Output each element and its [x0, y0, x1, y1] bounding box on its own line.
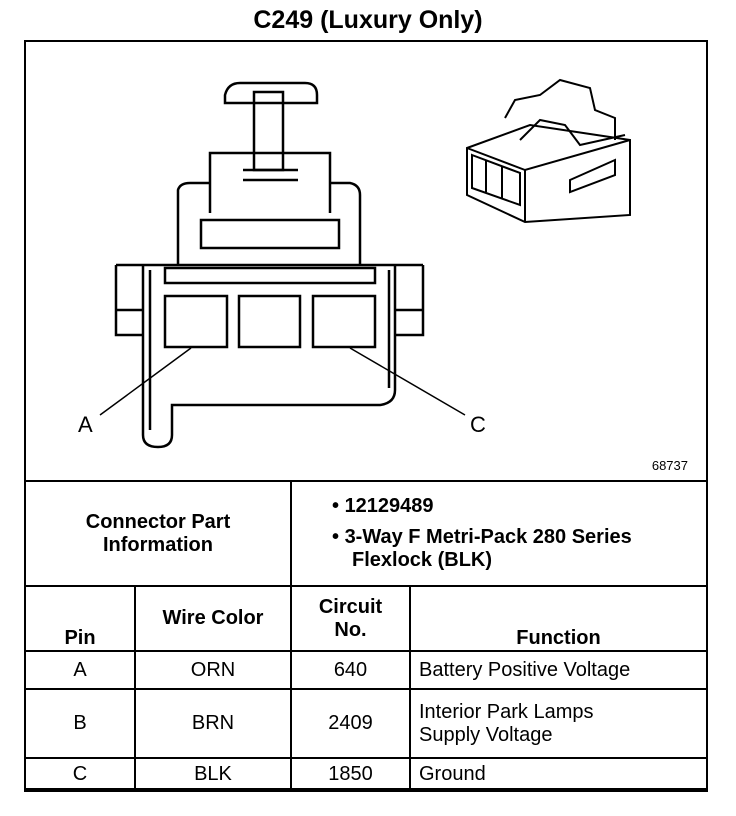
- connector-isometric-view: [466, 78, 631, 224]
- header-function: Function: [409, 585, 708, 652]
- pin-label-c: C: [470, 412, 486, 437]
- table-row: B BRN 2409 Interior Park Lamps Supply Vo…: [24, 688, 708, 759]
- connector-info-row: Connector Part Information • 12129489 • …: [24, 480, 708, 587]
- pin-label-a: A: [78, 412, 93, 437]
- header-wire-color: Wire Color: [134, 585, 292, 652]
- part-description: • 3-Way F Metri-Pack 280 Series Flexlock…: [332, 526, 632, 571]
- table-row: C BLK 1850 Ground: [24, 757, 708, 792]
- pin: A: [24, 650, 136, 690]
- figure-number: 68737: [651, 458, 688, 473]
- table-row: A ORN 640 Battery Positive Voltage: [24, 650, 708, 690]
- connector-info-items: • 12129489 • 3-Way F Metri-Pack 280 Seri…: [290, 480, 708, 587]
- circuit: 2409: [290, 688, 411, 759]
- header-row: Pin Wire Color Circuit No. Function: [24, 585, 708, 652]
- connector-face-view: [99, 81, 466, 449]
- circuit: 640: [290, 650, 411, 690]
- function: Interior Park Lamps Supply Voltage: [409, 688, 708, 759]
- part-number: • 12129489: [332, 495, 434, 517]
- function: Ground: [409, 757, 708, 792]
- header-pin: Pin: [24, 585, 136, 652]
- connector-drawing: A C: [78, 78, 631, 449]
- header-circuit: Circuit No.: [290, 585, 411, 652]
- wire-color: BLK: [134, 757, 292, 792]
- wire-color: BRN: [134, 688, 292, 759]
- connector-table: Connector Part Information • 12129489 • …: [24, 480, 708, 792]
- page-title: C249 (Luxury Only): [253, 6, 483, 34]
- wire-color: ORN: [134, 650, 292, 690]
- pin: B: [24, 688, 136, 759]
- connector-info-label: Connector Part Information: [24, 480, 292, 587]
- function: Battery Positive Voltage: [409, 650, 708, 690]
- pin: C: [24, 757, 136, 792]
- circuit: 1850: [290, 757, 411, 792]
